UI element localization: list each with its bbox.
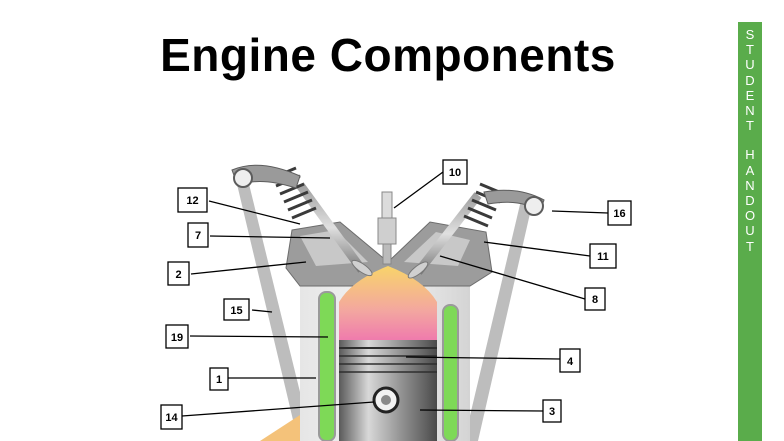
leader-8	[439, 255, 586, 300]
callout-4	[559, 348, 581, 373]
fuel-injector	[377, 191, 397, 265]
side-tab-letter: N	[745, 103, 755, 118]
side-tab-letter: T	[746, 118, 754, 134]
rocker-arm-right	[483, 189, 545, 216]
callout-2	[167, 261, 190, 286]
callout-19	[165, 324, 189, 349]
callout-label-1: 1	[216, 374, 222, 386]
leader-16	[551, 210, 609, 214]
leader-14	[181, 401, 375, 417]
callout-label-3: 3	[549, 406, 555, 418]
callout-label-14: 14	[165, 412, 178, 424]
pushrod-left	[236, 180, 312, 441]
leader-19	[189, 335, 329, 338]
combustion-chamber	[339, 266, 437, 348]
side-tab-letter: U	[745, 223, 755, 239]
callout-label-15: 15	[230, 305, 242, 317]
leader-3	[419, 409, 544, 412]
coolant-jacket-right	[442, 304, 459, 441]
callout-label-2: 2	[175, 269, 181, 281]
orange-part	[260, 415, 310, 441]
callout-3	[542, 399, 562, 423]
callout-15	[223, 298, 250, 321]
side-tab-letter: N	[745, 177, 755, 193]
side-tab-letter: T	[746, 42, 754, 58]
callout-label-8: 8	[592, 294, 598, 306]
callout-label-19: 19	[171, 332, 183, 344]
callout-8	[584, 287, 606, 311]
pushrod-right	[464, 196, 534, 441]
leader-12	[208, 200, 301, 225]
side-tab-letter: E	[745, 87, 755, 103]
callout-label-11: 11	[597, 251, 609, 263]
callout-10	[442, 159, 468, 185]
page-title: Engine Components	[160, 29, 616, 81]
leader-lines	[181, 171, 609, 417]
rocker-arm-left	[231, 164, 301, 189]
leader-10	[393, 171, 444, 209]
leader-7	[209, 235, 331, 239]
side-tab-letter: O	[744, 208, 756, 224]
exhaust-valve	[407, 192, 482, 279]
callout-boxes	[160, 159, 632, 430]
callout-14	[160, 404, 183, 430]
callout-label-7: 7	[195, 230, 201, 242]
side-tab-letter: U	[745, 57, 755, 73]
leader-4	[405, 356, 561, 360]
callout-12	[177, 187, 208, 213]
callout-label-12: 12	[186, 195, 198, 207]
callout-16	[607, 200, 632, 226]
leader-15	[251, 309, 273, 313]
callout-label-10: 10	[449, 167, 461, 179]
callout-1	[209, 367, 229, 391]
callout-label-4: 4	[567, 356, 574, 368]
side-tab-letter: S	[745, 27, 755, 42]
leader-2	[190, 261, 307, 275]
callout-7	[187, 222, 209, 248]
callout-11	[589, 243, 617, 269]
side-tab-letter: D	[745, 72, 755, 88]
coolant-jacket-left	[318, 291, 336, 441]
side-tab-letter: T	[746, 238, 754, 254]
side-tab-letter: H	[745, 147, 755, 163]
callout-label-16: 16	[613, 208, 625, 220]
side-tab-letter: A	[745, 162, 755, 178]
callout-labels: 10 12 16 7 11 2 8 15 19 4 1 14 3	[165, 167, 625, 424]
side-tab-letter: D	[745, 193, 755, 208]
leader-11	[483, 241, 591, 257]
